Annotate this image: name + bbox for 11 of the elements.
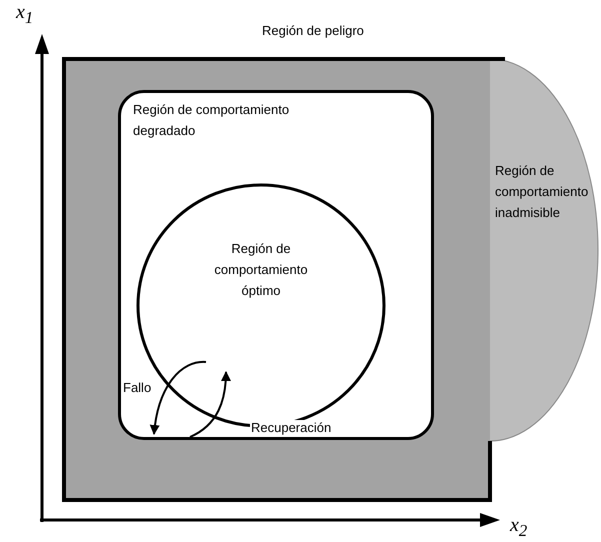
transition-arrow [150,361,206,435]
axis-label: x$_{2}$ [510,515,528,541]
edge-label: Recuperación [250,420,332,435]
transition-arrow [190,371,231,438]
axis-label: x$_{1}$ [16,2,34,28]
edge-label: Fallo [122,380,152,395]
region-label: Región de comportamiento inadmisible [495,162,590,222]
degraded-region-box [118,90,434,440]
region-label: Región de comportamiento óptimo [213,240,309,300]
region-label: Región de comportamiento degradado [133,101,290,140]
region-title: Región de peligro [262,22,365,40]
